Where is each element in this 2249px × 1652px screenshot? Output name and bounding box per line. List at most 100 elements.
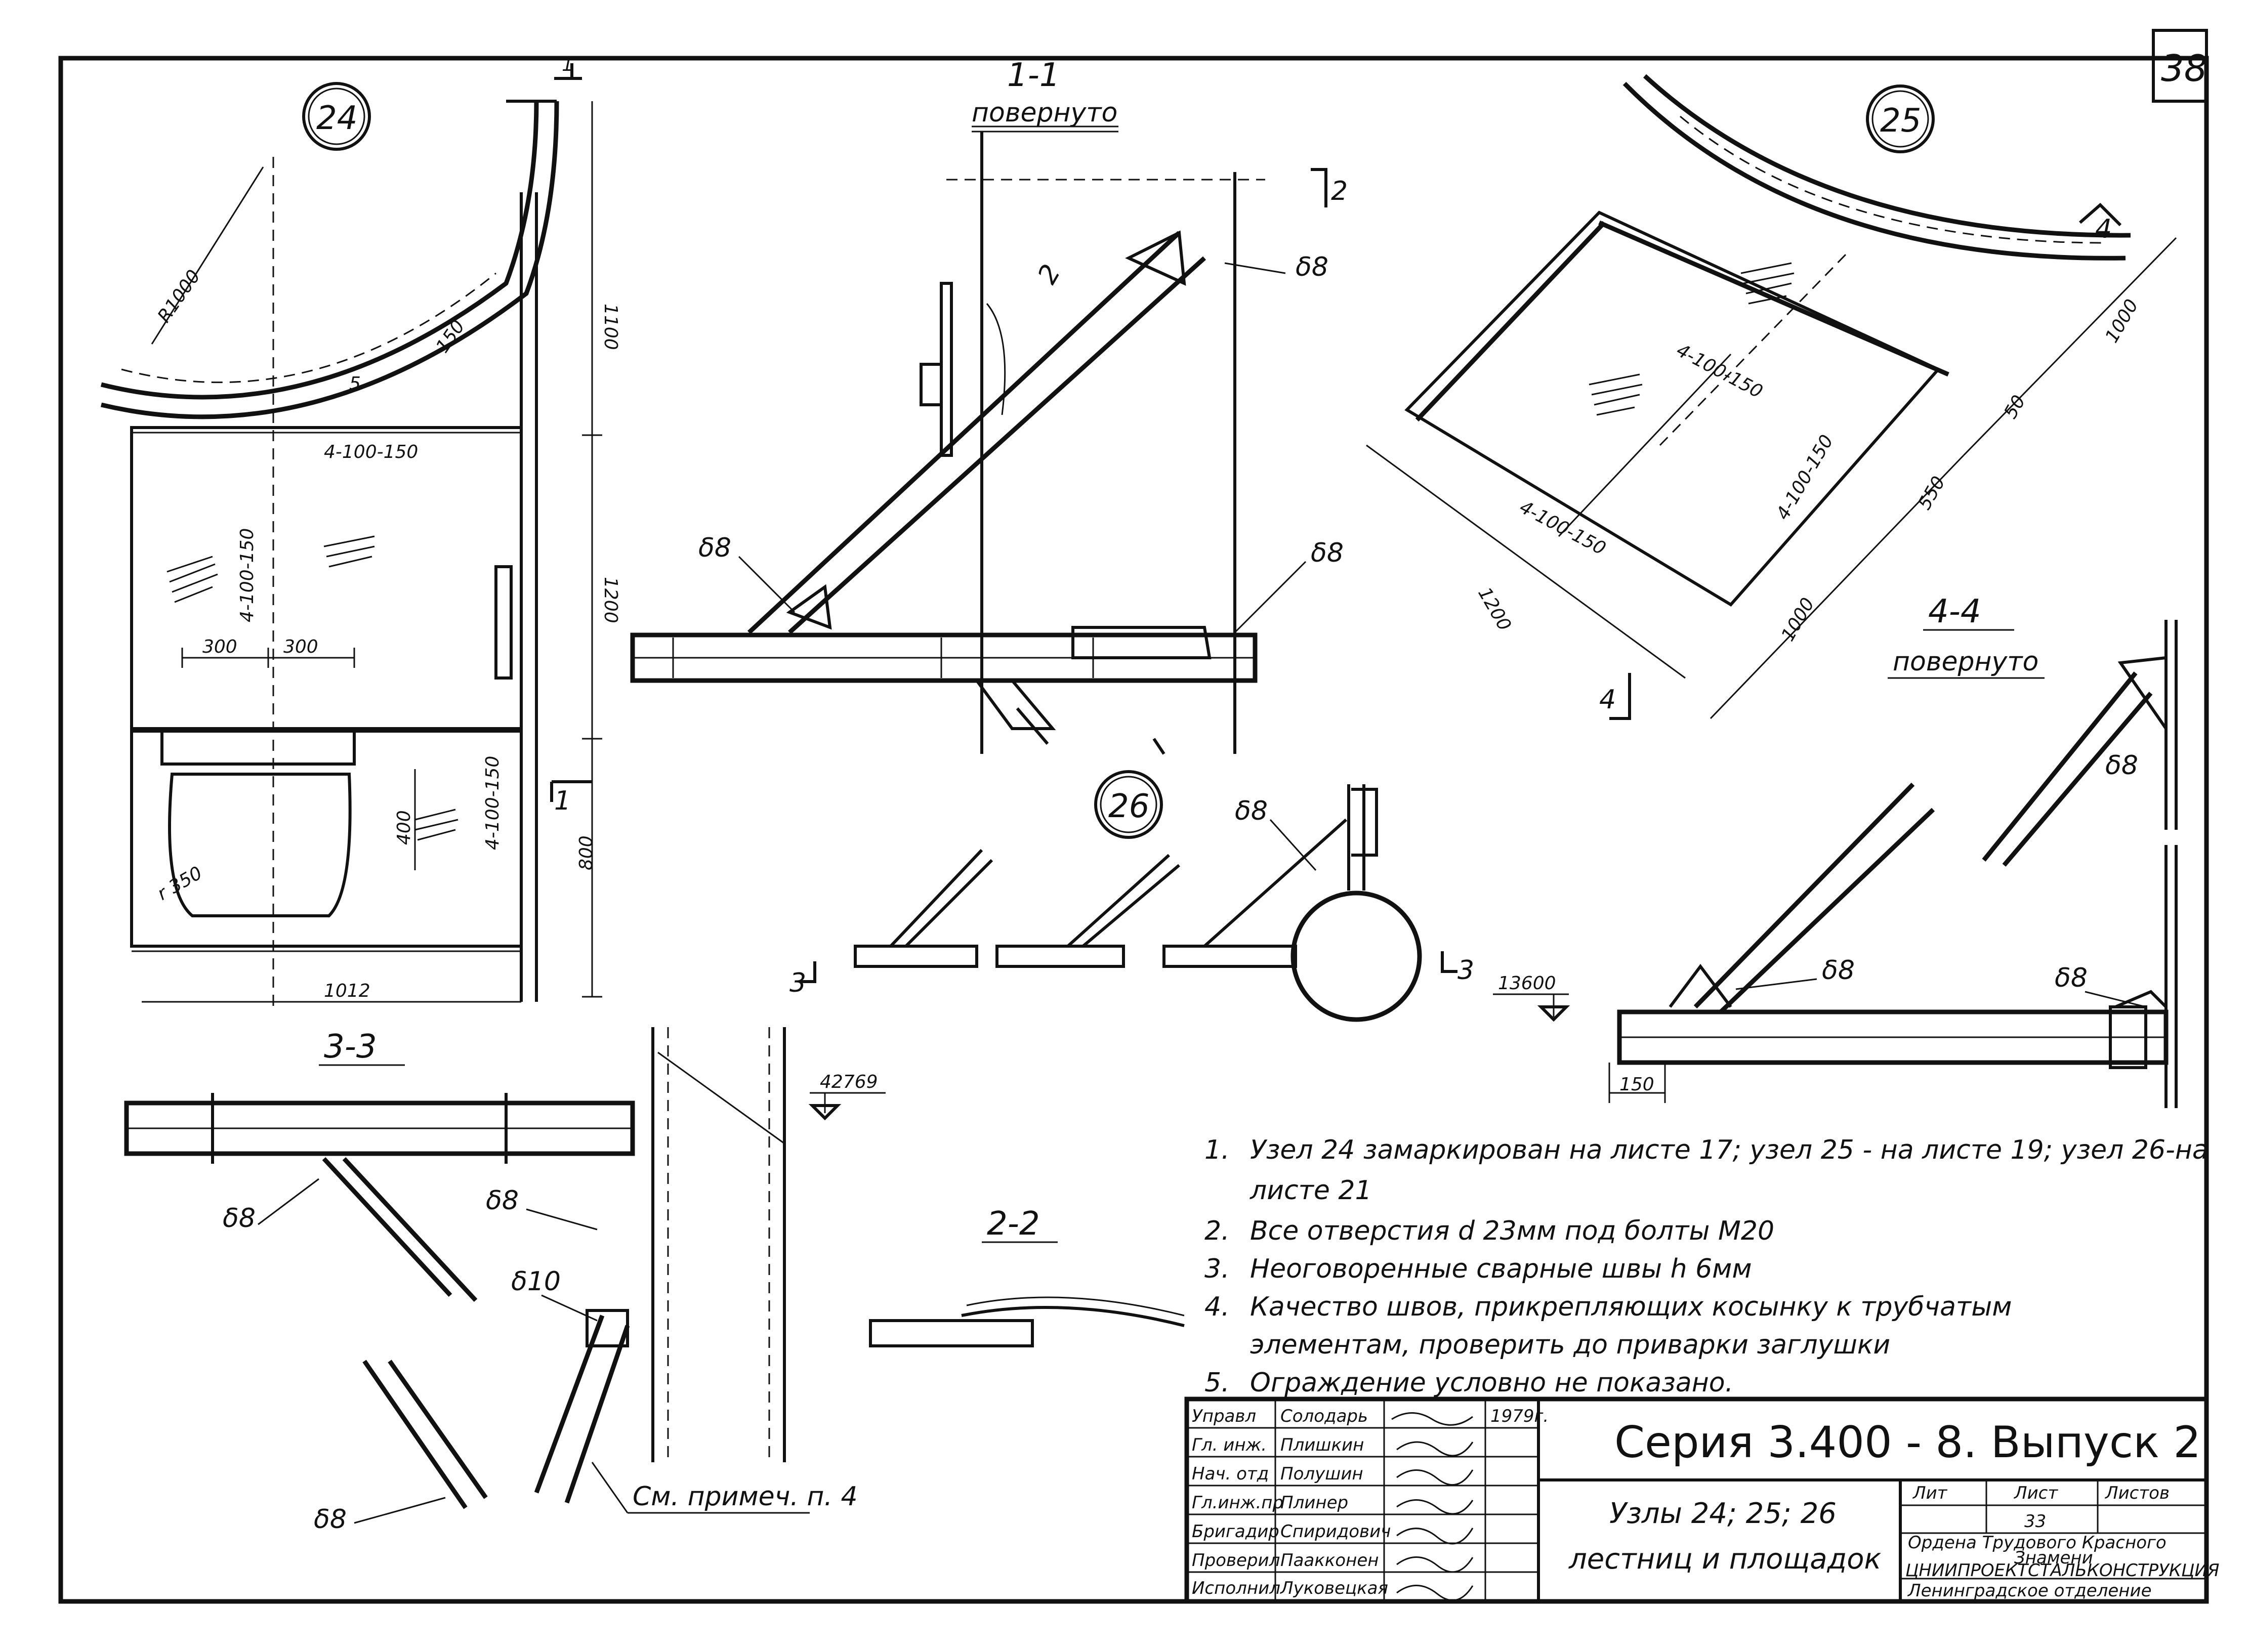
dim-1000b: 1000 xyxy=(2101,296,2142,347)
bolt-spec-25a: 4-100-150 xyxy=(1673,340,1766,403)
section-3-3: 3-3 δ8 δ8 42769 δ10 δ8 См. примеч. п. 4 xyxy=(124,1027,886,1535)
note-4-num: 4. xyxy=(1204,1292,1230,1322)
note-3-line1: Неоговоренные сварные швы h 6мм xyxy=(1250,1254,1752,1284)
note-1-num: 1. xyxy=(1204,1135,1230,1165)
section-mark-3-right: 3 xyxy=(1457,955,1474,986)
tb-org-3: ЦНИИПРОЕКТСТАЛЬКОНСТРУКЦИЯ xyxy=(1905,1560,2220,1581)
dim-1000: 1000 xyxy=(1777,595,1818,645)
tb-title-1: Узлы 24; 25; 26 xyxy=(1609,1497,1837,1530)
sheet-frame xyxy=(58,56,2209,1604)
section-mark-2-side: 2 xyxy=(1032,260,1067,289)
dim-1200b: 1200 xyxy=(1474,584,1515,634)
bolt-spec-vert: 4-100-150 xyxy=(237,528,258,622)
weld-d8-e: δ8 xyxy=(1822,955,1855,986)
tb-lit: Лит xyxy=(1912,1483,1948,1503)
weld-d8-a: δ8 xyxy=(1296,252,1328,282)
section-2-2-title: 2-2 xyxy=(987,1205,1040,1243)
tb-org-4: Ленинградское отделение xyxy=(1907,1581,2152,1601)
section-mark-1: 1 xyxy=(554,786,571,816)
tb-role-4: Бригадир xyxy=(1192,1521,1279,1542)
bolt-spec-25c: 4-100-150 xyxy=(1772,432,1838,524)
tb-title-2: лестниц и площадок xyxy=(1568,1543,1881,1576)
node-26-label: 26 xyxy=(1108,788,1149,825)
dim-r1000: R1000 xyxy=(154,266,204,326)
tb-role-1: Гл. инж. xyxy=(1192,1435,1267,1455)
tb-name-3: Плинер xyxy=(1280,1493,1348,1513)
tb-series: Серия 3.400 - 8. Выпуск 2 xyxy=(1614,1417,2201,1468)
tb-role-0: Управл xyxy=(1192,1406,1256,1426)
section-1-1-title: 1-1 xyxy=(1007,57,1060,94)
dim-1012: 1012 xyxy=(324,981,370,1001)
section-mark-4-bottom: 4 xyxy=(1599,685,1616,715)
sheet-number-box: 38 xyxy=(2152,29,2208,103)
section-4-4: 4-4 повернуто δ8 δ8 δ8 13600 150 xyxy=(1493,593,2178,1108)
tb-name-0: Солодарь xyxy=(1280,1406,1368,1426)
dim-5: 5 xyxy=(349,373,361,394)
weld-d10: δ10 xyxy=(511,1266,561,1297)
section-4-4-subtitle: повернуто xyxy=(1893,647,2038,677)
bolt-spec-top: 4-100-150 xyxy=(324,442,418,462)
tb-org-2: Знамени xyxy=(2014,1548,2093,1568)
hatch-24 xyxy=(166,535,459,841)
tb-name-6: Луковецкая xyxy=(1279,1578,1388,1598)
node-24-label: 24 xyxy=(316,100,357,137)
weld-d8-j: δ8 xyxy=(314,1504,347,1535)
section-mark-4-top: 4 xyxy=(2095,214,2112,244)
bolt-spec-vert2: 4-100-150 xyxy=(482,756,503,850)
signatures xyxy=(1391,1412,1474,1601)
sheet-number: 38 xyxy=(2161,47,2208,90)
node-25-label: 25 xyxy=(1880,102,1921,140)
section-2-2: 2-2 xyxy=(869,1205,1185,1347)
dim-150b: 150 xyxy=(1619,1074,1654,1095)
dim-800: 800 xyxy=(576,835,597,870)
note-1-line2: листе 21 xyxy=(1250,1175,1372,1206)
hatch-25 xyxy=(1589,262,1795,416)
section-mark-3-left: 3 xyxy=(789,968,806,998)
weld-d8-g: δ8 xyxy=(1235,796,1268,826)
tb-listov: Листов xyxy=(2104,1483,2170,1503)
tb-name-4: Спиридович xyxy=(1280,1521,1391,1542)
dim-1100: 1100 xyxy=(600,304,621,350)
tb-name-2: Полушин xyxy=(1280,1464,1363,1484)
weld-d8-i: δ8 xyxy=(486,1185,519,1216)
see-note-label: См. примеч. п. 4 xyxy=(633,1481,858,1512)
tb-role-5: Проверил xyxy=(1192,1550,1280,1571)
notes: 1. Узел 24 замаркирован на листе 17; узе… xyxy=(1204,1135,2209,1398)
section-1-1-subtitle: повернуто xyxy=(972,98,1117,128)
node-25: 25 4-100-150 4-100-150 4-100-150 1200 10… xyxy=(1366,74,2177,720)
dim-300a: 300 xyxy=(202,637,237,657)
section-mark-1-top: 1 xyxy=(562,55,573,75)
node-24: 24 R1000 150 5 4-100-150 4-100-150 4-100… xyxy=(100,55,621,1007)
note-4-line1: Качество швов, прикрепляющих косынку к т… xyxy=(1250,1292,2012,1322)
weld-d8-b: δ8 xyxy=(698,533,731,563)
note-5-line1: Ограждение условно не показано. xyxy=(1250,1368,1733,1398)
tb-role-2: Нач. отд xyxy=(1192,1464,1269,1484)
weld-d8-h: δ8 xyxy=(223,1203,256,1234)
node-25-marker xyxy=(1866,84,1935,153)
tb-name-5: Паакконен xyxy=(1280,1550,1379,1571)
elevation-13600: 13600 xyxy=(1498,973,1556,994)
dim-1200: 1200 xyxy=(600,577,621,623)
note-4-line2: элементам, проверить до приварки заглушк… xyxy=(1250,1330,1890,1360)
tb-list: Лист xyxy=(2013,1483,2058,1503)
node-26-marker xyxy=(1094,770,1163,839)
note-3-num: 3. xyxy=(1204,1254,1230,1284)
node-24-marker xyxy=(302,82,371,151)
section-4-4-title: 4-4 xyxy=(1928,593,1981,630)
dim-300b: 300 xyxy=(283,637,318,657)
note-5-num: 5. xyxy=(1204,1368,1230,1398)
tb-org-1: Ордена Трудового Красного xyxy=(1908,1533,2167,1553)
note-1-line1: Узел 24 замаркирован на листе 17; узел 2… xyxy=(1250,1135,2209,1165)
weld-d8-c: δ8 xyxy=(1311,538,1344,568)
tb-name-1: Плишкин xyxy=(1280,1435,1364,1455)
node-26: 26 δ8 3 3 xyxy=(789,770,1474,1022)
section-mark-2-top: 2 xyxy=(1331,176,1348,206)
note-2-line1: Все отверстия d 23мм под болты М20 xyxy=(1250,1216,1774,1246)
note-2-num: 2. xyxy=(1204,1216,1230,1246)
weld-d8-f: δ8 xyxy=(2055,963,2088,993)
bolt-spec-25b: 4-100-150 xyxy=(1516,497,1609,560)
weld-d8-d: δ8 xyxy=(2105,750,2138,781)
tb-role-6: Исполнил xyxy=(1192,1578,1280,1598)
title-block: Управл Солодарь 1979г. Гл. инж. Плишкин … xyxy=(1184,1396,2220,1604)
